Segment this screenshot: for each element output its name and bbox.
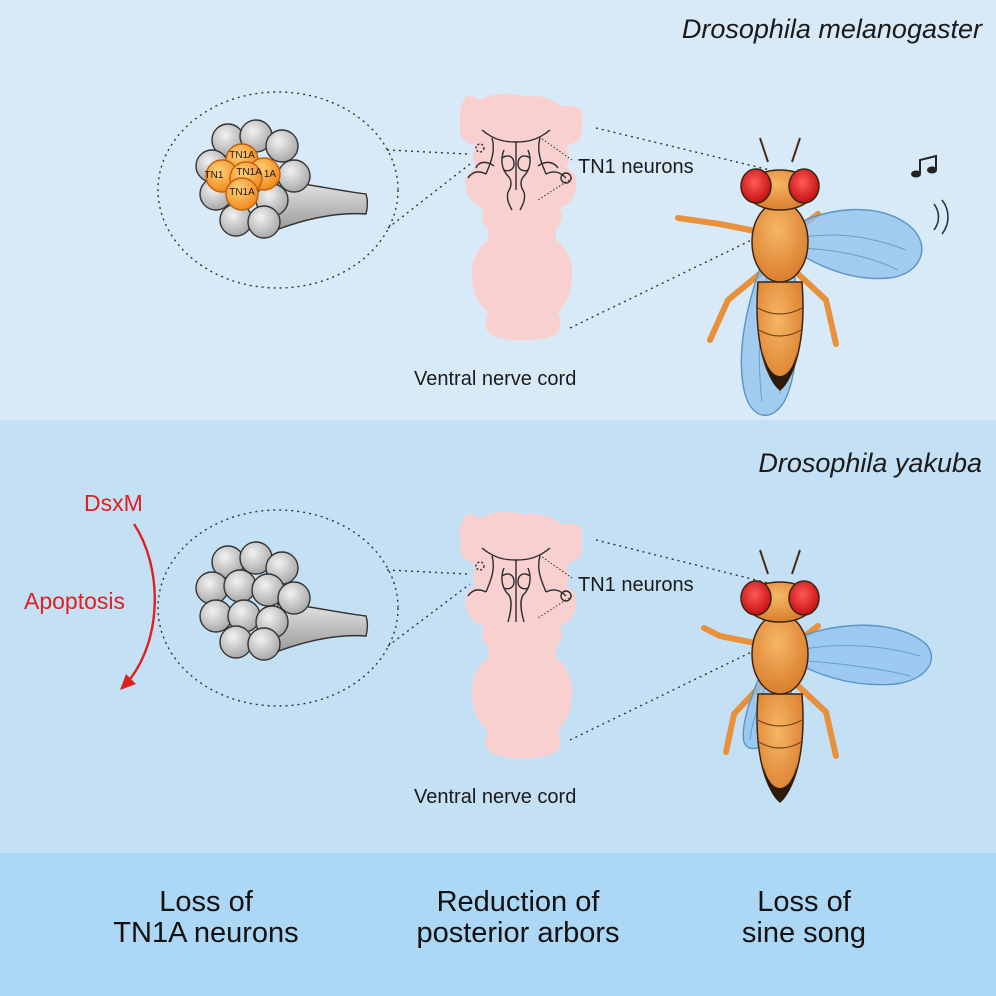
summary-loss-of-tn1a: Loss of TN1A neurons [96,887,316,949]
top-zoom-bubble [157,91,471,289]
middle-zoom-bubble [157,509,471,707]
middle-tn1-label: TN1 neurons [578,574,694,596]
top-species-name: Drosophila melanogaster [681,14,982,44]
bottom-panel [0,853,996,996]
music-note-icon [911,154,937,178]
summary-col2-line1: Reduction of [436,886,600,918]
dsxm-apoptosis-arrow [120,523,156,690]
apoptosis-label: Apoptosis [24,588,126,614]
top-neuron-cluster: TN1A TN1 TN1A 1A TN1A [195,119,369,239]
cluster-label-3: TN1A [236,167,262,178]
dsxm-label: DsxM [84,490,143,516]
top-tn1-label: TN1 neurons [578,156,694,178]
summary-col2-line2: posterior arbors [416,917,620,949]
summary-col3-line1: Loss of [757,886,851,918]
middle-fly-pointers [569,539,773,741]
summary-loss-of-sine-song: Loss of sine song [704,887,904,949]
middle-species-name: Drosophila yakuba [758,448,982,478]
middle-vnc-label: Ventral nerve cord [414,786,577,808]
top-vnc-label: Ventral nerve cord [414,368,577,390]
top-fly-pointers [569,127,771,329]
summary-col1-line1: Loss of [159,886,253,918]
cluster-label-2: TN1 [205,170,224,181]
cluster-label-4: 1A [264,169,277,180]
summary-reduction-of-arbors: Reduction of posterior arbors [398,887,638,949]
cluster-label-1: TN1A [229,150,255,161]
sound-wave-icon [933,199,949,235]
middle-fly-silent [701,549,933,804]
summary-col3-line2: sine song [741,917,867,949]
summary-col1-line2: TN1A neurons [113,917,299,949]
cluster-label-5: TN1A [229,187,255,198]
